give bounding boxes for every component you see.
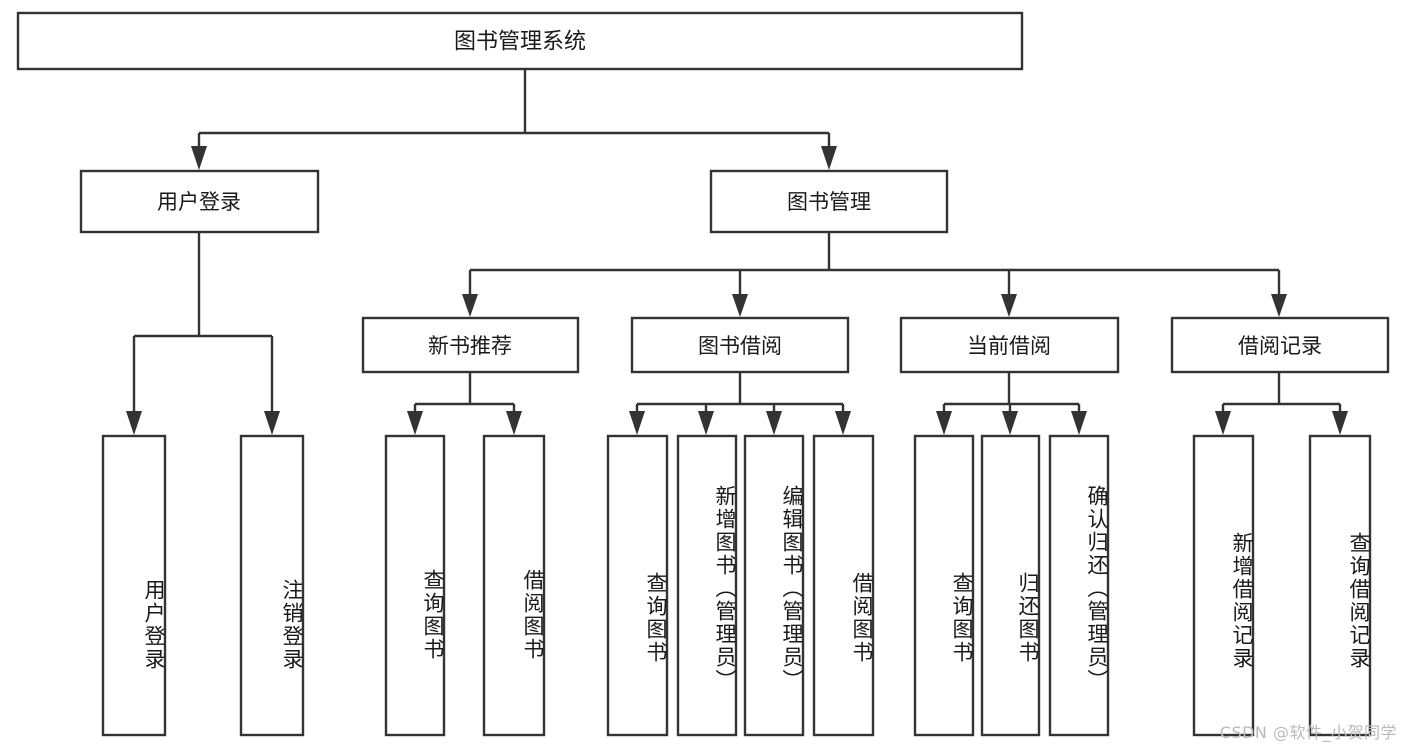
node-leaf-confirm-return-box[interactable] bbox=[1048, 434, 1110, 737]
node-new-book-recommend-box[interactable] bbox=[361, 316, 580, 374]
connector-root-to-level2 bbox=[191, 69, 837, 170]
arrow-to-leaf-borrow-book-1 bbox=[506, 411, 522, 435]
arrow-to-leaf-query-book-3 bbox=[936, 411, 952, 435]
arrow-to-leaf-query-book-2 bbox=[629, 411, 645, 435]
node-book-borrow-label: 图书借阅 bbox=[698, 334, 782, 358]
arrow-to-borrow-record bbox=[1271, 294, 1287, 317]
node-leaf-add-record-box[interactable] bbox=[1192, 434, 1255, 737]
arrow-to-leaf-borrow-book-2 bbox=[835, 411, 851, 435]
leaf-boxes bbox=[101, 434, 1372, 737]
arrow-to-book-management bbox=[821, 146, 837, 170]
arrow-to-leaf-add-book bbox=[698, 411, 714, 435]
node-leaf-add-book-box[interactable] bbox=[676, 434, 738, 737]
node-root[interactable]: 图书管理系统 bbox=[16, 11, 1024, 71]
node-leaf-query-book-3-box[interactable] bbox=[913, 434, 975, 737]
node-new-book-recommend[interactable]: 新书推荐 bbox=[361, 316, 580, 374]
node-user-login[interactable]: 用户登录 bbox=[79, 169, 320, 234]
node-current-borrow-box[interactable] bbox=[899, 316, 1120, 374]
node-leaf-logout-box[interactable] bbox=[239, 434, 305, 737]
arrow-to-leaf-query-book-1 bbox=[407, 411, 423, 435]
arrow-to-leaf-user-login bbox=[126, 411, 142, 435]
arrow-to-leaf-add-record bbox=[1215, 411, 1231, 435]
arrow-to-leaf-logout bbox=[264, 411, 280, 435]
node-borrow-record-label: 借阅记录 bbox=[1238, 334, 1322, 358]
node-borrow-record[interactable]: 借阅记录 bbox=[1170, 316, 1390, 374]
node-leaf-return-book-box[interactable] bbox=[980, 434, 1041, 737]
node-borrow-record-box[interactable] bbox=[1170, 316, 1390, 374]
node-book-management[interactable]: 图书管理 bbox=[709, 169, 949, 234]
node-leaf-user-login-box[interactable] bbox=[101, 434, 167, 737]
node-current-borrow-label: 当前借阅 bbox=[967, 334, 1051, 358]
node-book-borrow[interactable]: 图书借阅 bbox=[630, 316, 850, 374]
node-leaf-query-book-2-box[interactable] bbox=[606, 434, 669, 737]
node-book-management-box[interactable] bbox=[709, 169, 949, 234]
node-current-borrow[interactable]: 当前借阅 bbox=[899, 316, 1120, 374]
node-new-book-recommend-label: 新书推荐 bbox=[428, 334, 512, 358]
arrow-to-current-borrow bbox=[1001, 294, 1017, 317]
connector-bookborrow-to-leaves bbox=[629, 372, 851, 435]
node-leaf-query-book-1-box[interactable] bbox=[384, 434, 446, 737]
arrow-to-leaf-confirm-return bbox=[1071, 411, 1087, 435]
node-user-login-box[interactable] bbox=[79, 169, 320, 234]
node-leaf-borrow-book-1-box[interactable] bbox=[482, 434, 546, 737]
connector-userlogin-to-leaves bbox=[126, 232, 280, 435]
connector-newbook-to-leaves bbox=[407, 372, 522, 435]
csdn-watermark: CSDN @软件_小贺同学 bbox=[1219, 723, 1397, 742]
node-root-box[interactable] bbox=[16, 11, 1024, 71]
node-leaf-edit-book-box[interactable] bbox=[743, 434, 805, 737]
connector-bookmgmt-to-level3 bbox=[462, 232, 1287, 317]
node-user-login-label: 用户登录 bbox=[157, 190, 241, 214]
connector-currentborrow-to-leaves bbox=[936, 372, 1087, 435]
node-leaf-query-record-box[interactable] bbox=[1308, 434, 1372, 737]
arrow-to-book-borrow bbox=[732, 294, 748, 317]
node-root-label: 图书管理系统 bbox=[454, 30, 586, 55]
arrow-to-leaf-edit-book bbox=[766, 411, 782, 435]
arrow-to-leaf-query-record bbox=[1332, 411, 1348, 435]
arrow-to-user-login bbox=[191, 146, 207, 170]
node-leaf-borrow-book-2-box[interactable] bbox=[812, 434, 875, 737]
node-book-borrow-box[interactable] bbox=[630, 316, 850, 374]
arrow-to-leaf-return-book bbox=[1002, 411, 1018, 435]
connector-borrowrecord-to-leaves bbox=[1215, 372, 1348, 435]
arrow-to-new-book-recommend bbox=[462, 294, 478, 317]
node-book-management-label: 图书管理 bbox=[787, 190, 871, 214]
